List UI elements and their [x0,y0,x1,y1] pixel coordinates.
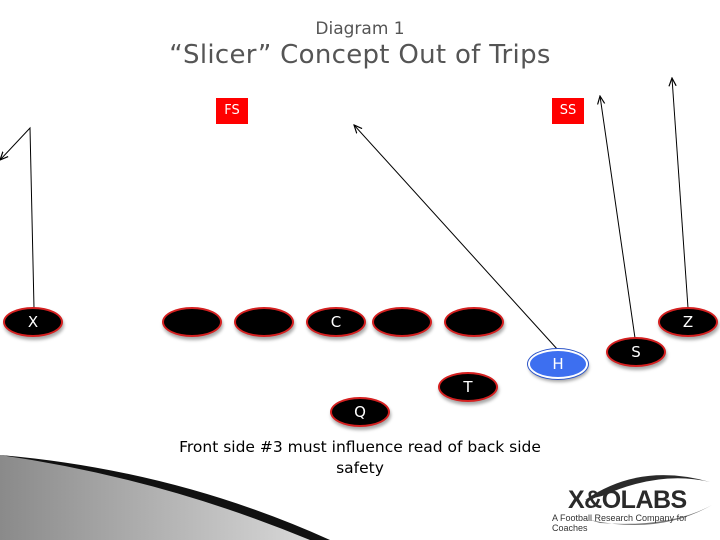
player-s: S [606,337,666,367]
logo-tagline: A Football Research Company for Coaches [552,513,688,533]
free-safety: FS [216,98,248,124]
s-route [600,96,636,339]
logo-wordmark: X&OLABS [568,486,687,514]
lineman-left-guard [234,307,294,337]
strong-safety: SS [552,98,584,124]
lineman-left-tackle [162,307,222,337]
x-route [0,126,35,309]
z-route [672,78,689,309]
lineman-right-guard [372,307,432,337]
h-route [354,125,559,351]
player-z: Z [658,307,718,337]
player-h: H [528,349,588,379]
lineman-right-tackle [444,307,504,337]
diagram-number: Diagram 1 [315,19,405,39]
player-x: X [3,307,63,337]
player-center: C [306,307,366,337]
caption-text: Front side #3 must influence read of bac… [179,438,541,477]
player-q: Q [330,397,390,427]
page-title: “Slicer” Concept Out of Trips [169,40,551,70]
player-t: T [438,372,498,402]
